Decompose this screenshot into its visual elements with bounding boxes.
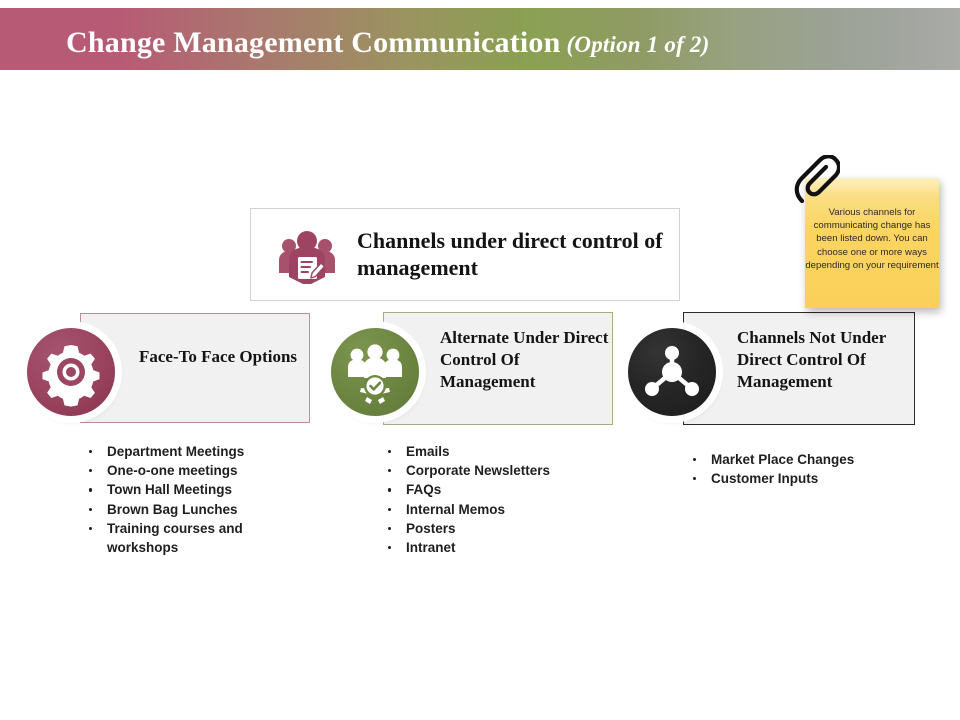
card-not-direct-control[interactable]	[683, 312, 915, 425]
list-item: Internal Memos	[383, 500, 613, 519]
list-item: Intranet	[383, 538, 613, 557]
page-title: Change Management Communication(Option 1…	[66, 26, 709, 60]
list-face-to-face: Department Meetings One-o-one meetings T…	[84, 442, 314, 557]
list-item: Brown Bag Lunches	[84, 500, 314, 519]
list-item: Market Place Changes	[688, 450, 918, 469]
list-item: Town Hall Meetings	[84, 480, 314, 499]
list-item: One-o-one meetings	[84, 461, 314, 480]
network-nodes-icon	[628, 328, 716, 416]
card-title-not-direct: Channels Not Under Direct Control Of Man…	[737, 328, 886, 391]
card-title-alternate: Alternate Under Direct Control Of Manage…	[440, 328, 609, 391]
master-title: Channels under direct control of managem…	[357, 228, 663, 280]
page-title-main: Change Management Communication	[66, 26, 561, 59]
paperclip-icon	[790, 154, 842, 213]
master-channels-box[interactable]: Channels under direct control of managem…	[250, 208, 680, 301]
list-item: Posters	[383, 519, 613, 538]
list-item: FAQs	[383, 480, 613, 499]
page-title-option: (Option 1 of 2)	[566, 32, 710, 57]
title-banner: Change Management Communication(Option 1…	[0, 8, 960, 70]
list-item: Department Meetings	[84, 442, 314, 461]
card-alternate-direct-control[interactable]	[383, 312, 613, 425]
sticky-note[interactable]	[805, 178, 939, 308]
list-item: Emails	[383, 442, 613, 461]
sticky-note-text: Various channels for communicating chang…	[805, 207, 939, 271]
gear-icon	[27, 328, 115, 416]
list-item: Training courses and workshops	[84, 519, 314, 557]
list-alternate: Emails Corporate Newsletters FAQs Intern…	[383, 442, 613, 557]
card-title-face-to-face: Face-To Face Options	[139, 347, 298, 366]
people-document-icon	[276, 229, 338, 286]
list-item: Corporate Newsletters	[383, 461, 613, 480]
people-check-icon	[331, 328, 419, 416]
list-not-direct: Market Place Changes Customer Inputs	[688, 450, 918, 488]
list-item: Customer Inputs	[688, 469, 918, 488]
